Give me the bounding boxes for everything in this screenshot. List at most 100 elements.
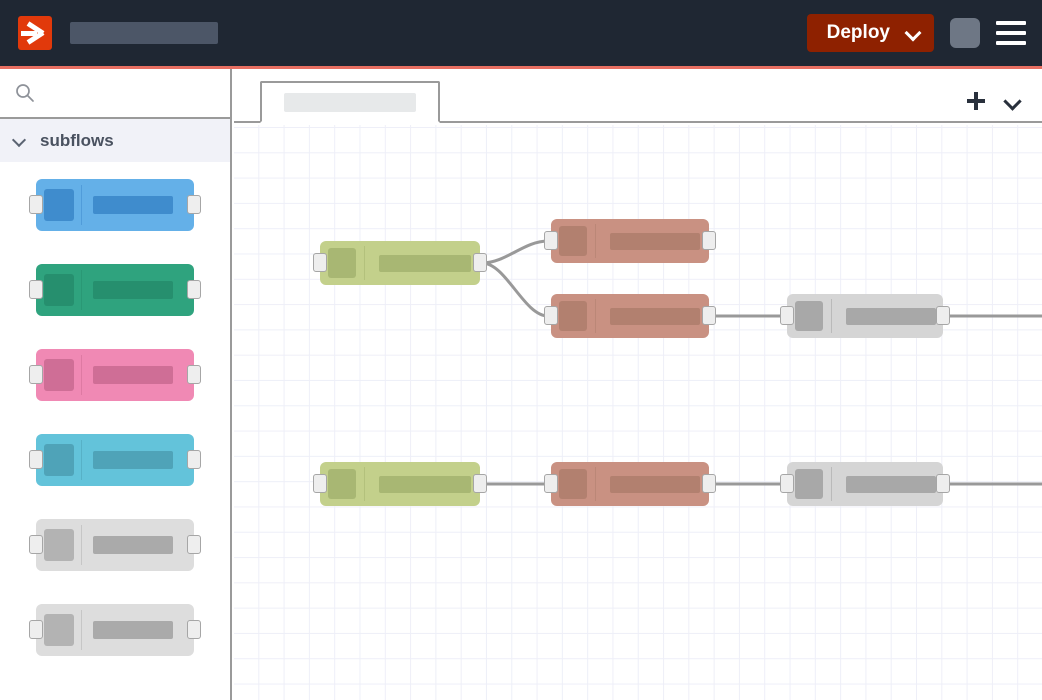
node-output-port[interactable] xyxy=(187,450,201,469)
node-label-placeholder xyxy=(93,536,173,554)
deploy-button[interactable]: Deploy xyxy=(806,14,934,52)
canvas-node-grey-1[interactable] xyxy=(780,294,950,338)
palette-node-grey-1[interactable] xyxy=(29,519,201,571)
node-input-port[interactable] xyxy=(544,231,558,250)
hamburger-menu-icon[interactable] xyxy=(996,21,1026,45)
node-label-placeholder xyxy=(846,307,936,325)
node-output-port[interactable] xyxy=(187,195,201,214)
node-input-port[interactable] xyxy=(29,195,43,214)
node-icon xyxy=(44,359,74,391)
node-output-port[interactable] xyxy=(187,620,201,639)
chevron-down-icon[interactable] xyxy=(906,26,920,40)
node-input-port[interactable] xyxy=(780,306,794,325)
palette-sidebar: subflows xyxy=(0,69,232,700)
node-output-port[interactable] xyxy=(936,306,950,325)
node-icon xyxy=(328,248,356,278)
palette-node-cyan[interactable] xyxy=(29,434,201,486)
plus-icon[interactable] xyxy=(966,91,986,111)
node-output-port[interactable] xyxy=(187,535,201,554)
node-input-port[interactable] xyxy=(29,450,43,469)
palette-category-subflows[interactable]: subflows xyxy=(0,119,230,163)
node-icon xyxy=(44,274,74,306)
node-input-port[interactable] xyxy=(780,474,794,493)
node-input-port[interactable] xyxy=(29,365,43,384)
node-icon xyxy=(795,301,823,331)
wire-green1-to-salmon1[interactable] xyxy=(481,239,549,265)
tab-bar-actions xyxy=(966,91,1022,111)
app-header: Deploy xyxy=(0,0,1042,66)
node-icon xyxy=(44,529,74,561)
node-output-port[interactable] xyxy=(473,253,487,272)
node-icon xyxy=(559,301,587,331)
node-label-placeholder xyxy=(610,232,700,250)
node-divider xyxy=(81,185,82,225)
node-label-placeholder xyxy=(93,281,173,299)
deploy-button-label: Deploy xyxy=(826,22,890,43)
palette-node-blue[interactable] xyxy=(29,179,201,231)
node-icon xyxy=(795,469,823,499)
palette-node-pink[interactable] xyxy=(29,349,201,401)
node-input-port[interactable] xyxy=(313,253,327,272)
node-red-logo-icon[interactable] xyxy=(18,16,52,50)
node-icon xyxy=(559,469,587,499)
node-icon xyxy=(44,189,74,221)
node-output-port[interactable] xyxy=(187,365,201,384)
palette-category-label: subflows xyxy=(40,130,114,150)
user-menu-button[interactable] xyxy=(950,18,980,48)
canvas-node-salmon-2[interactable] xyxy=(544,294,716,338)
node-label-placeholder xyxy=(93,451,173,469)
app-title-placeholder xyxy=(70,22,218,44)
node-divider xyxy=(81,610,82,650)
node-label-placeholder xyxy=(93,196,173,214)
palette-search-input[interactable] xyxy=(0,69,230,119)
node-divider xyxy=(81,270,82,310)
node-output-port[interactable] xyxy=(702,306,716,325)
node-divider xyxy=(364,246,365,280)
node-divider xyxy=(595,299,596,333)
node-divider xyxy=(81,355,82,395)
node-icon xyxy=(559,226,587,256)
palette-node-list xyxy=(0,163,230,656)
chevron-down-icon xyxy=(12,133,28,149)
node-output-port[interactable] xyxy=(702,231,716,250)
node-divider xyxy=(81,525,82,565)
node-icon xyxy=(44,444,74,476)
canvas-node-grey-2[interactable] xyxy=(780,462,950,506)
node-divider xyxy=(831,467,832,501)
node-input-port[interactable] xyxy=(544,306,558,325)
flow-tab-active[interactable] xyxy=(260,81,440,123)
palette-node-green[interactable] xyxy=(29,264,201,316)
canvas-node-salmon-1[interactable] xyxy=(544,219,716,263)
node-output-port[interactable] xyxy=(702,474,716,493)
search-icon xyxy=(16,84,34,102)
canvas-node-salmon-3[interactable] xyxy=(544,462,716,506)
canvas-node-green-2[interactable] xyxy=(313,462,487,506)
node-input-port[interactable] xyxy=(313,474,327,493)
node-input-port[interactable] xyxy=(544,474,558,493)
node-label-placeholder xyxy=(379,254,471,272)
node-label-placeholder xyxy=(93,366,173,384)
node-divider xyxy=(81,440,82,480)
wire-green1-to-salmon2[interactable] xyxy=(481,261,549,318)
canvas-node-green-1[interactable] xyxy=(313,241,487,285)
flow-tab-bar xyxy=(234,69,1042,123)
logo-stroke xyxy=(21,30,37,36)
node-output-port[interactable] xyxy=(187,280,201,299)
node-input-port[interactable] xyxy=(29,620,43,639)
node-divider xyxy=(831,299,832,333)
node-input-port[interactable] xyxy=(29,280,43,299)
hamburger-bar xyxy=(996,41,1026,45)
node-label-placeholder xyxy=(610,307,700,325)
flow-canvas[interactable] xyxy=(234,125,1042,700)
node-divider xyxy=(595,224,596,258)
node-output-port[interactable] xyxy=(473,474,487,493)
node-input-port[interactable] xyxy=(29,535,43,554)
header-actions: Deploy xyxy=(806,14,1026,52)
node-label-placeholder xyxy=(846,475,936,493)
palette-node-grey-2[interactable] xyxy=(29,604,201,656)
chevron-down-icon[interactable] xyxy=(1004,94,1022,108)
hamburger-bar xyxy=(996,31,1026,35)
node-output-port[interactable] xyxy=(936,474,950,493)
node-label-placeholder xyxy=(379,475,471,493)
